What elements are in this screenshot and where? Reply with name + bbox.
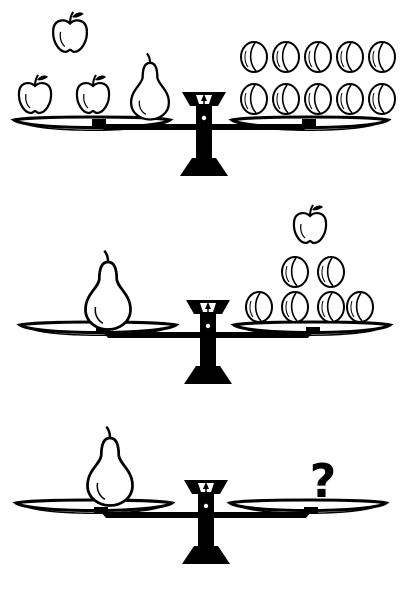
scale-1 [14,12,395,176]
peach-icon [282,257,308,287]
apple-icon [294,205,326,243]
apple-icon [77,75,109,113]
scale-2 [20,205,390,384]
peach-icon [369,84,395,114]
peach-icon [347,292,373,322]
peach-icon [273,42,299,72]
pear-icon [88,427,133,506]
pear-icon [86,251,131,330]
peach-icon [369,42,395,72]
pear-icon [131,53,169,119]
peach-icon [305,42,331,72]
peach-icon [305,84,331,114]
peach-icon [282,292,308,322]
question-mark: ? [310,454,337,508]
peach-icon [337,42,363,72]
peach-icon [318,257,344,287]
peach-icon [273,84,299,114]
peach-icon [241,84,267,114]
peach-icon [241,42,267,72]
peach-icon [318,292,344,322]
peach-icon [337,84,363,114]
peach-icon [246,292,272,322]
apple-icon [53,12,87,52]
apple-icon [19,75,51,113]
